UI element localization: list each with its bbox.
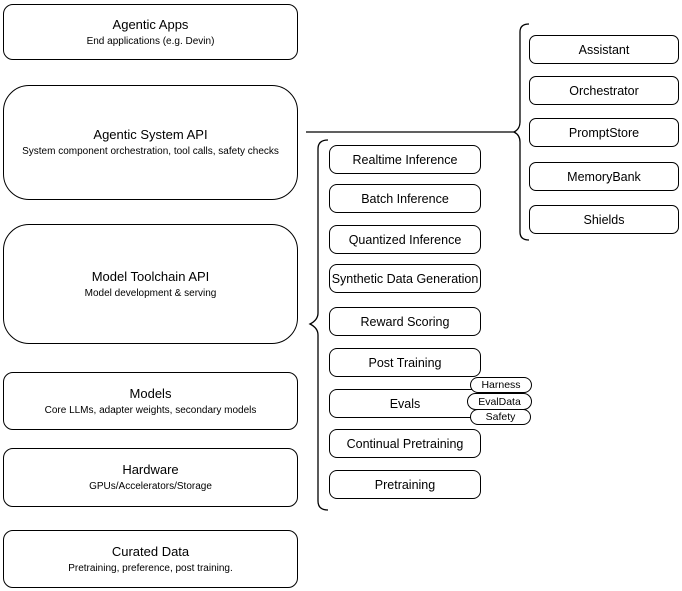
service-box-evals: Evals [329,389,481,418]
layer-box-model-toolchain-api: Model Toolchain API Model development & … [3,224,298,344]
layer-box-agentic-apps: Agentic Apps End applications (e.g. Devi… [3,4,298,60]
eval-tag-safety: Safety [470,409,531,425]
service-box-pretraining: Pretraining [329,470,481,499]
service-box-post-training: Post Training [329,348,481,377]
layer-box-curated-data: Curated Data Pretraining, preference, po… [3,530,298,588]
component-box-orchestrator: Orchestrator [529,76,679,105]
service-box-continual-pretraining: Continual Pretraining [329,429,481,458]
layer-box-agentic-system-api: Agentic System API System component orch… [3,85,298,200]
component-box-shields: Shields [529,205,679,234]
service-box-quantized-inference: Quantized Inference [329,225,481,254]
component-box-assistant: Assistant [529,35,679,64]
layer-title: Curated Data [111,543,190,559]
layer-subtitle: Model development & serving [84,287,217,299]
toolchain-brace [308,139,329,511]
eval-tag-evaldata: EvalData [467,393,532,410]
layer-title: Agentic Apps [112,16,189,32]
service-box-reward-scoring: Reward Scoring [329,307,481,336]
layer-subtitle: Core LLMs, adapter weights, secondary mo… [44,404,257,416]
eval-tag-harness: Harness [470,377,532,393]
layer-title: Hardware [122,462,179,477]
service-box-batch-inference: Batch Inference [329,184,481,213]
service-box-realtime-inference: Realtime Inference [329,145,481,174]
components-brace [512,23,530,241]
layer-title: Models [129,385,172,401]
service-box-synthetic-data-generation: Synthetic Data Generation [329,264,481,293]
layer-subtitle: End applications (e.g. Devin) [86,35,215,47]
layer-box-models: Models Core LLMs, adapter weights, secon… [3,372,298,430]
layer-title: Agentic System API [93,127,208,142]
layer-box-hardware: Hardware GPUs/Accelerators/Storage [3,448,298,507]
layer-subtitle: GPUs/Accelerators/Storage [89,481,212,492]
component-box-memorybank: MemoryBank [529,162,679,191]
component-box-promptstore: PromptStore [529,118,679,147]
layer-subtitle: System component orchestration, tool cal… [22,146,279,157]
layer-subtitle: Pretraining, preference, post training. [68,562,233,574]
layer-title: Model Toolchain API [91,268,210,284]
